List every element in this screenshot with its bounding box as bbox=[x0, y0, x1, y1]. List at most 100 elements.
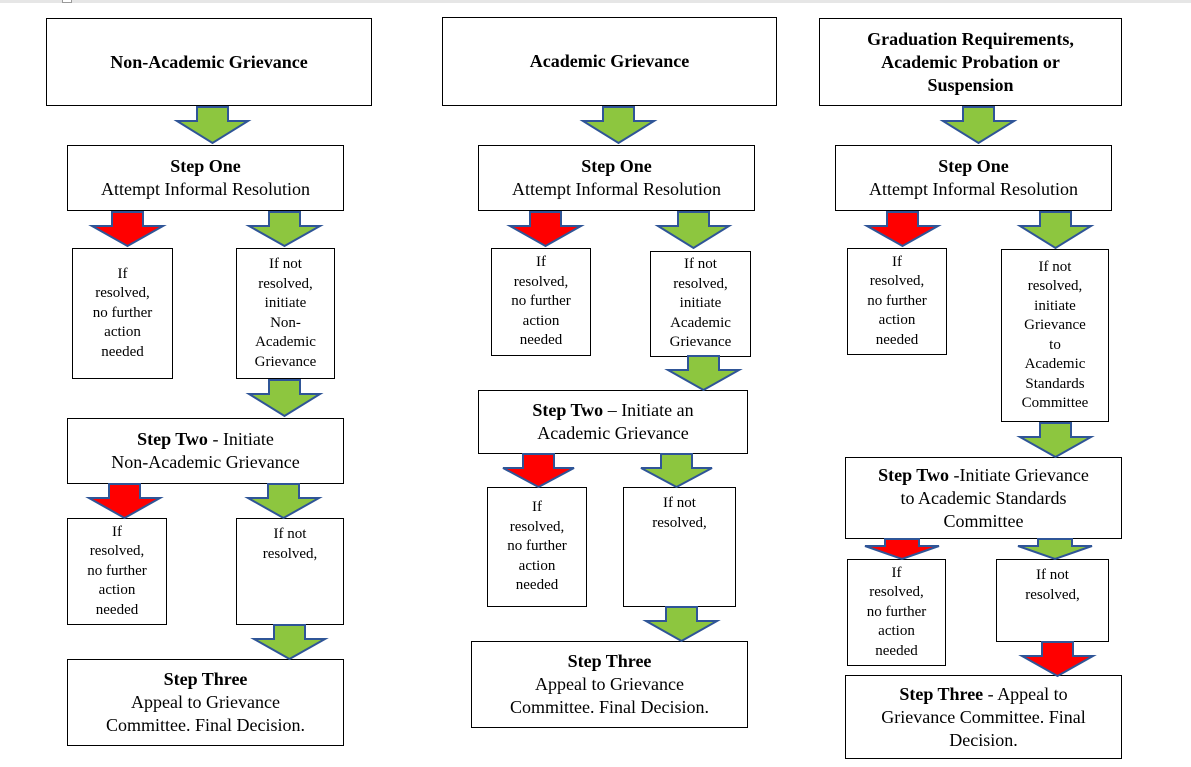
down-arrow-green-icon bbox=[1016, 422, 1095, 459]
down-arrow-green-icon bbox=[244, 483, 323, 520]
step-text: Committee. Final Decision. bbox=[106, 715, 305, 735]
box-line: resolved, bbox=[1025, 586, 1080, 603]
box-line: no further bbox=[507, 538, 567, 555]
down-arrow-green-icon bbox=[173, 106, 252, 145]
step-text: to Academic Standards bbox=[900, 487, 1067, 508]
ruler-marker bbox=[62, 0, 72, 3]
down-arrow-green-icon bbox=[245, 379, 324, 418]
header-text: Academic Probation or bbox=[881, 51, 1060, 72]
down-arrow-red-icon bbox=[88, 211, 167, 248]
box-line: resolved, bbox=[258, 275, 313, 292]
header-text: Graduation Requirements, bbox=[867, 28, 1074, 49]
down-arrow-green-icon bbox=[664, 355, 743, 392]
step-one-resolved-box: If resolved, no further action needed bbox=[847, 248, 947, 355]
box-line: If bbox=[117, 265, 128, 282]
step-one-unresolved-box: If not resolved, initiate Academic Griev… bbox=[650, 251, 751, 357]
box-line: initiate bbox=[1034, 297, 1076, 314]
box-line: If bbox=[112, 523, 122, 540]
box-line: needed bbox=[519, 332, 563, 349]
step-text: Initiate an bbox=[621, 400, 694, 420]
box-line: action bbox=[522, 312, 560, 329]
box-line: action bbox=[878, 623, 915, 640]
box-line: to bbox=[1049, 336, 1061, 353]
step-text: Decision. bbox=[949, 729, 1018, 750]
step-three-box: Step Three Appeal to Grievance Committee… bbox=[471, 641, 748, 728]
step-two-resolved-box: If resolved, no further action needed bbox=[847, 559, 946, 666]
box-line: If not bbox=[684, 256, 717, 273]
box-line: resolved, bbox=[509, 518, 565, 535]
header-text: Academic Grievance bbox=[529, 51, 690, 71]
box-line: If not bbox=[1036, 567, 1069, 583]
step-separator: - bbox=[983, 683, 998, 704]
step-two-unresolved-box: If not resolved, bbox=[623, 487, 736, 607]
step-one-box: Step One Attempt Informal Resolution bbox=[478, 145, 755, 211]
step-title: Step Two bbox=[878, 464, 949, 485]
box-line: needed bbox=[95, 601, 139, 618]
step-title: Step Two bbox=[532, 400, 604, 420]
box-line: If bbox=[892, 253, 902, 270]
step-one-resolved-box: If resolved, no further action needed bbox=[72, 248, 173, 379]
header-graduation-requirements: Graduation Requirements, Academic Probat… bbox=[819, 18, 1122, 106]
box-line: resolved, bbox=[1027, 278, 1083, 294]
box-line: Standards bbox=[1025, 375, 1085, 392]
box-line: needed bbox=[515, 577, 559, 594]
step-one-box: Step One Attempt Informal Resolution bbox=[67, 145, 344, 211]
step-one-box: Step One Attempt Informal Resolution bbox=[835, 145, 1112, 211]
box-line: Grievance bbox=[254, 353, 317, 370]
down-arrow-green-icon bbox=[579, 106, 658, 145]
down-arrow-green-icon bbox=[939, 106, 1018, 145]
box-line: resolved, bbox=[673, 275, 728, 292]
step-text: Non-Academic Grievance bbox=[111, 452, 300, 472]
step-title: Step Three bbox=[899, 683, 984, 704]
step-three-box: Step Three - Appeal to Grievance Committ… bbox=[845, 675, 1122, 759]
box-line: initiate bbox=[264, 295, 307, 311]
box-line: resolved, bbox=[869, 273, 925, 290]
step-text: Appeal to Grievance bbox=[131, 692, 280, 712]
header-academic-grievance: Academic Grievance bbox=[442, 17, 777, 106]
step-two-unresolved-box: If not resolved, bbox=[996, 559, 1109, 642]
step-one-unresolved-box: If not resolved, initiate Grievance to A… bbox=[1001, 249, 1109, 422]
down-arrow-green-icon bbox=[245, 211, 324, 248]
step-two-resolved-box: If resolved, no further action needed bbox=[487, 487, 587, 607]
window-top-bar bbox=[0, 0, 1191, 3]
box-line: If bbox=[891, 564, 902, 581]
box-line: initiate bbox=[679, 295, 722, 312]
step-text: Committee bbox=[943, 510, 1024, 531]
box-line: no further bbox=[867, 292, 927, 309]
step-text: Attempt Informal Resolution bbox=[101, 179, 310, 199]
step-three-box: Step Three Appeal to Grievance Committee… bbox=[67, 659, 344, 746]
down-arrow-green-icon bbox=[654, 211, 733, 250]
header-non-academic-grievance: Non-Academic Grievance bbox=[46, 18, 372, 106]
step-text: Appeal to bbox=[997, 683, 1068, 704]
box-line: Committee bbox=[1021, 395, 1089, 411]
box-line: needed bbox=[101, 343, 144, 360]
down-arrow-red-icon bbox=[1018, 641, 1097, 678]
box-line: no further bbox=[87, 562, 147, 579]
box-line: resolved, bbox=[652, 514, 707, 531]
step-one-resolved-box: If resolved, no further action needed bbox=[491, 248, 591, 356]
step-two-box: Step Two - Initiate Non-Academic Grievan… bbox=[67, 418, 344, 484]
box-line: resolved, bbox=[869, 584, 924, 601]
step-two-unresolved-box: If not resolved, bbox=[236, 518, 344, 625]
down-arrow-green-icon bbox=[1016, 211, 1095, 250]
box-line: no further bbox=[511, 293, 571, 310]
box-line: Academic bbox=[255, 334, 316, 350]
box-line: resolved, bbox=[262, 545, 318, 562]
step-text: Attempt Informal Resolution bbox=[869, 179, 1078, 199]
step-text: Committee. Final Decision. bbox=[510, 697, 709, 717]
down-arrow-green-icon bbox=[250, 624, 329, 661]
step-text: Initiate Grievance bbox=[959, 464, 1089, 485]
step-title: Step Three bbox=[567, 651, 652, 671]
box-line: If not bbox=[1038, 258, 1072, 275]
step-title: Step Three bbox=[163, 669, 248, 689]
header-text: Non-Academic Grievance bbox=[110, 51, 308, 72]
step-text: Initiate bbox=[222, 429, 274, 449]
header-text: Suspension bbox=[927, 74, 1014, 95]
box-line: If bbox=[536, 254, 546, 271]
box-line: action bbox=[104, 324, 141, 341]
down-arrow-red-icon bbox=[502, 453, 575, 489]
box-line: Non- bbox=[270, 314, 301, 331]
box-line: resolved, bbox=[89, 543, 145, 560]
box-line: Grievance bbox=[669, 334, 732, 351]
down-arrow-red-icon bbox=[506, 211, 585, 248]
